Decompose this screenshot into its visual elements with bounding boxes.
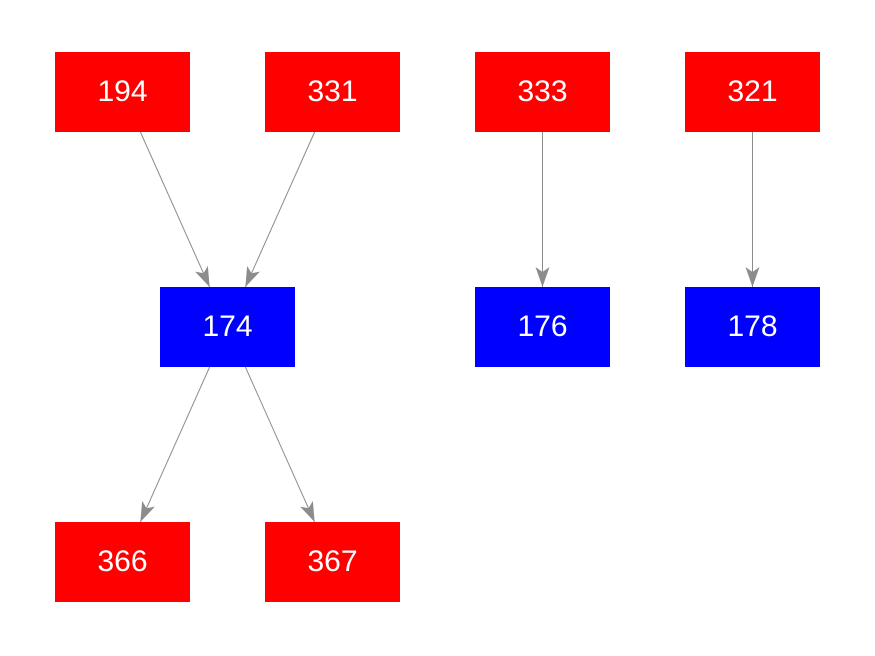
node-label: 174 bbox=[202, 310, 253, 343]
graph-node-178[interactable]: 178 bbox=[685, 287, 820, 367]
graph-node-176[interactable]: 176 bbox=[475, 287, 610, 367]
node-label: 321 bbox=[727, 75, 778, 108]
node-label: 178 bbox=[727, 310, 778, 343]
graph-node-321[interactable]: 321 bbox=[685, 52, 820, 132]
node-label: 367 bbox=[307, 545, 358, 578]
node-label: 194 bbox=[97, 75, 148, 108]
node-label: 331 bbox=[307, 75, 358, 108]
edge-331-174 bbox=[244, 131, 316, 288]
node-label: 366 bbox=[97, 545, 148, 578]
edge-174-366 bbox=[139, 366, 211, 523]
edge-194-174 bbox=[139, 131, 211, 288]
edge-174-367 bbox=[244, 366, 316, 523]
graph-node-367[interactable]: 367 bbox=[265, 522, 400, 602]
graph-node-333[interactable]: 333 bbox=[475, 52, 610, 132]
graph-node-331[interactable]: 331 bbox=[265, 52, 400, 132]
graph-node-174[interactable]: 174 bbox=[160, 287, 295, 367]
graph-node-366[interactable]: 366 bbox=[55, 522, 190, 602]
graph-node-194[interactable]: 194 bbox=[55, 52, 190, 132]
node-label: 176 bbox=[517, 310, 568, 343]
node-label: 333 bbox=[517, 75, 568, 108]
